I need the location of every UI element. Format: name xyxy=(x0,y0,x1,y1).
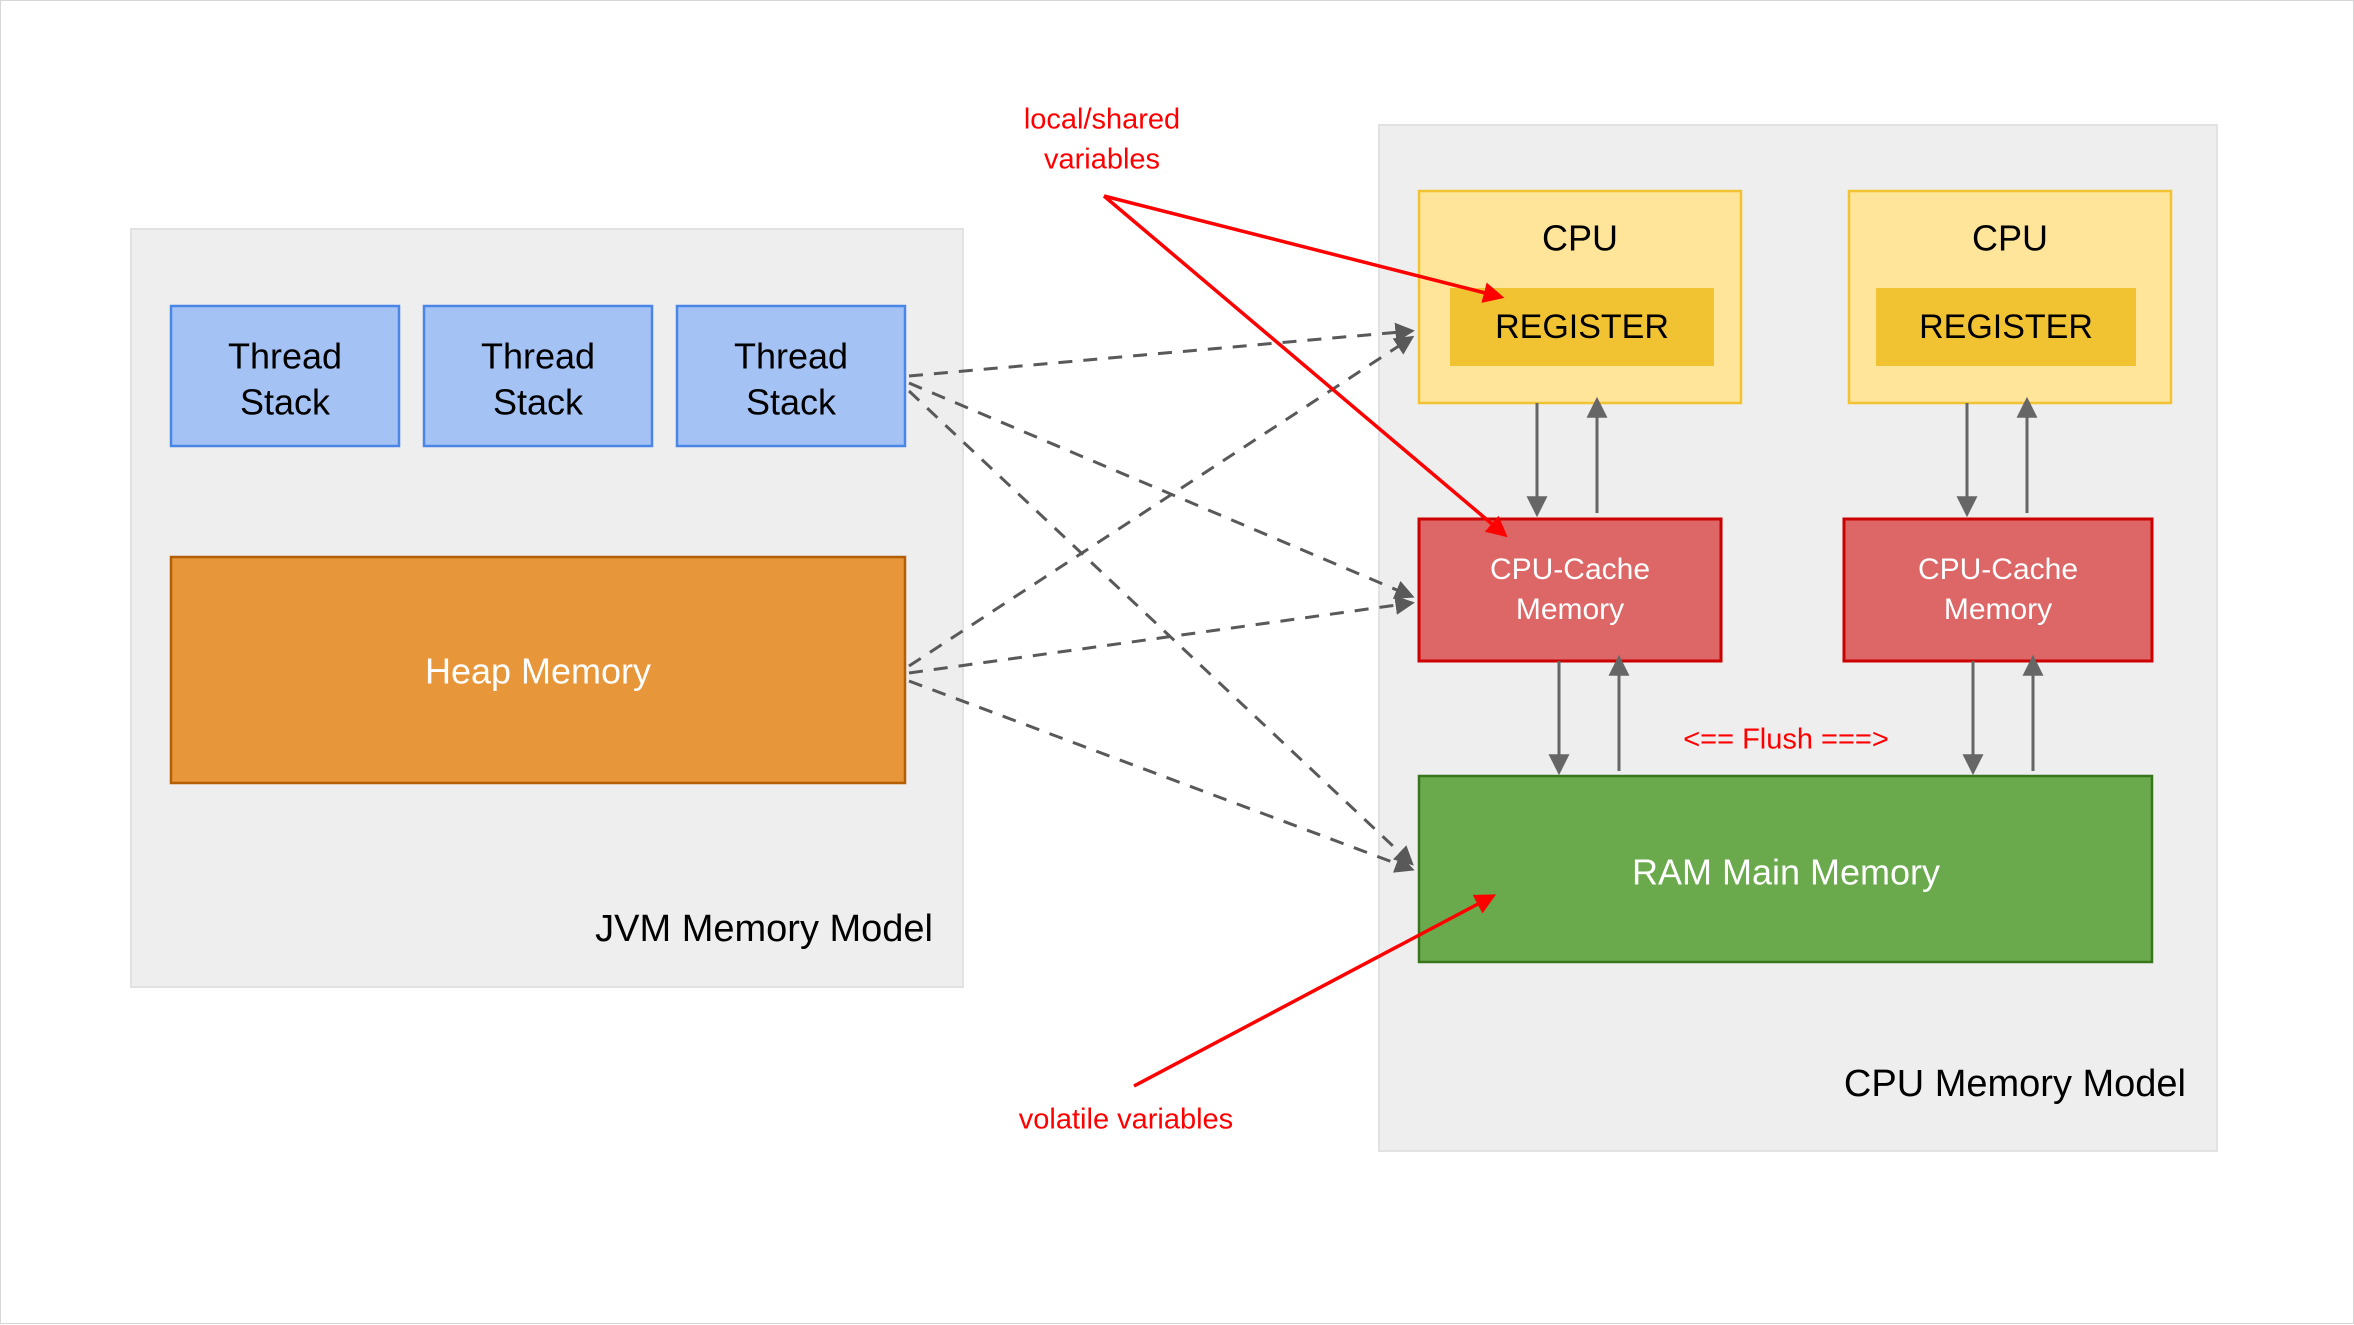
dashed-thread-to-ram xyxy=(907,389,1414,866)
ram-main-memory-label: RAM Main Memory xyxy=(1632,852,1940,893)
thread-stack-1-label-line1: Thread xyxy=(228,336,342,377)
dashed-thread-to-register xyxy=(908,322,1415,378)
local-shared-variables-annotation: local/shared variables xyxy=(1024,104,1508,538)
cpu-panel-label: CPU Memory Model xyxy=(1844,1063,2186,1105)
jvm-panel-label: JVM Memory Model xyxy=(595,908,933,950)
heap-memory-label: Heap Memory xyxy=(425,651,651,692)
red-arrow-to-cache xyxy=(1102,194,1508,538)
thread-stack-2-box[interactable] xyxy=(422,304,654,448)
ram-main-memory[interactable]: RAM Main Memory xyxy=(1417,774,2154,964)
cpu-1-register-label: REGISTER xyxy=(1495,308,1669,346)
cpu-1-cache-to-ram-arrows xyxy=(1548,654,1630,776)
cpu-cache-2-box[interactable] xyxy=(1842,517,2154,663)
thread-stack-3-label-line2: Stack xyxy=(746,382,837,423)
jvm-to-cpu-dashed-links xyxy=(907,322,1415,873)
cpu-cache-2[interactable]: CPU-Cache Memory xyxy=(1842,517,2154,663)
cpu-1-title: CPU xyxy=(1542,218,1618,259)
thread-stack-1-label-line2: Stack xyxy=(240,382,331,423)
red-arrow-to-register xyxy=(1103,194,1505,303)
thread-stack-1-box[interactable] xyxy=(169,304,401,448)
thread-stack-2[interactable]: Thread Stack xyxy=(422,304,654,448)
cpu-2[interactable]: CPU REGISTER xyxy=(1847,189,2173,405)
cpu-2-register-box[interactable] xyxy=(1876,288,2136,366)
cpu-1[interactable]: CPU REGISTER xyxy=(1417,189,1743,405)
volatile-variables-annotation: volatile variables xyxy=(1019,894,1497,1136)
thread-stack-2-label-line2: Stack xyxy=(493,382,584,423)
heap-memory-box[interactable] xyxy=(169,555,907,785)
dashed-thread-to-cache xyxy=(908,381,1415,599)
heap-memory[interactable]: Heap Memory xyxy=(169,555,907,785)
cpu-cache-1-label-line2: Memory xyxy=(1516,593,1624,626)
thread-stack-3-box[interactable] xyxy=(675,304,907,448)
volatile-variables-label: volatile variables xyxy=(1019,1104,1233,1136)
thread-stack-1[interactable]: Thread Stack xyxy=(169,304,401,448)
local-shared-variables-label-line2: variables xyxy=(1044,144,1160,176)
cpu-cache-2-label-line1: CPU-Cache xyxy=(1918,553,2078,586)
cpu-2-register-to-cache-arrows xyxy=(1956,396,2038,518)
cpu-2-cache-to-ram-arrows xyxy=(1962,654,2044,776)
cpu-1-register-to-cache-arrows xyxy=(1526,396,1608,518)
thread-stack-2-label-line1: Thread xyxy=(481,336,595,377)
red-arrow-to-ram xyxy=(1133,894,1497,1088)
dashed-heap-to-cache xyxy=(908,595,1415,675)
thread-stack-3[interactable]: Thread Stack xyxy=(675,304,907,448)
jvm-memory-model-panel: Thread Stack Thread Stack Thread Stack H… xyxy=(130,228,964,988)
cpu-memory-model-panel: CPU REGISTER CPU-Cache Memory CPU REGIST… xyxy=(1378,124,2218,1152)
flush-label: <== Flush ===> xyxy=(1683,724,1889,756)
cpu-cache-2-label-line2: Memory xyxy=(1944,593,2052,626)
thread-stack-3-label-line1: Thread xyxy=(734,336,848,377)
local-shared-variables-label-line1: local/shared xyxy=(1024,104,1180,136)
dashed-heap-to-ram xyxy=(908,679,1415,873)
ram-main-memory-box[interactable] xyxy=(1417,774,2154,964)
cpu-cache-1[interactable]: CPU-Cache Memory xyxy=(1417,517,1723,663)
cpu-2-register-label: REGISTER xyxy=(1919,308,2093,346)
cpu-2-title: CPU xyxy=(1972,218,2048,259)
cpu-cache-1-label-line1: CPU-Cache xyxy=(1490,553,1650,586)
dashed-heap-to-register xyxy=(908,335,1415,668)
cpu-cache-1-box[interactable] xyxy=(1417,517,1723,663)
